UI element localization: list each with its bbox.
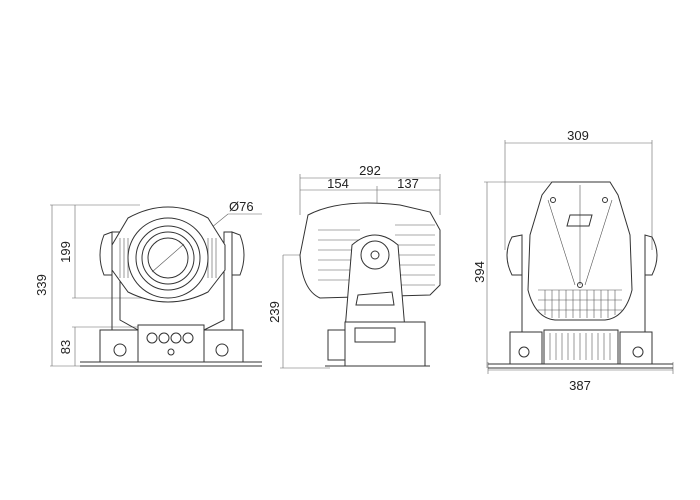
front-view: 339 199 83 Ø76 <box>34 199 262 367</box>
side-pivot-height-label: 239 <box>267 301 282 323</box>
front-base <box>80 324 262 367</box>
side-base <box>325 321 430 367</box>
front-base-height-label: 83 <box>58 340 73 354</box>
back-yoke <box>506 234 658 365</box>
front-head-height-label: 199 <box>58 241 73 263</box>
back-head <box>527 181 633 321</box>
side-depth-front-label: 154 <box>327 176 349 191</box>
side-depth-rear-label: 137 <box>397 176 419 191</box>
back-height-total-label: 394 <box>472 261 487 283</box>
side-depth-total-label: 292 <box>359 163 381 178</box>
side-view: 292 154 137 239 <box>267 163 441 369</box>
back-head-width-label: 309 <box>567 128 589 143</box>
front-yoke <box>99 231 245 363</box>
back-view: 309 394 387 <box>472 128 674 393</box>
front-height-total-label: 339 <box>34 274 49 296</box>
side-yoke <box>344 234 406 331</box>
lens-diameter-label: Ø76 <box>229 199 254 214</box>
brand-logo <box>566 214 593 227</box>
back-base-width-label: 387 <box>569 378 591 393</box>
front-dimensions <box>50 204 262 367</box>
back-dimensions <box>484 140 674 374</box>
front-head <box>111 206 226 303</box>
back-base <box>488 329 673 369</box>
lens <box>147 237 189 279</box>
